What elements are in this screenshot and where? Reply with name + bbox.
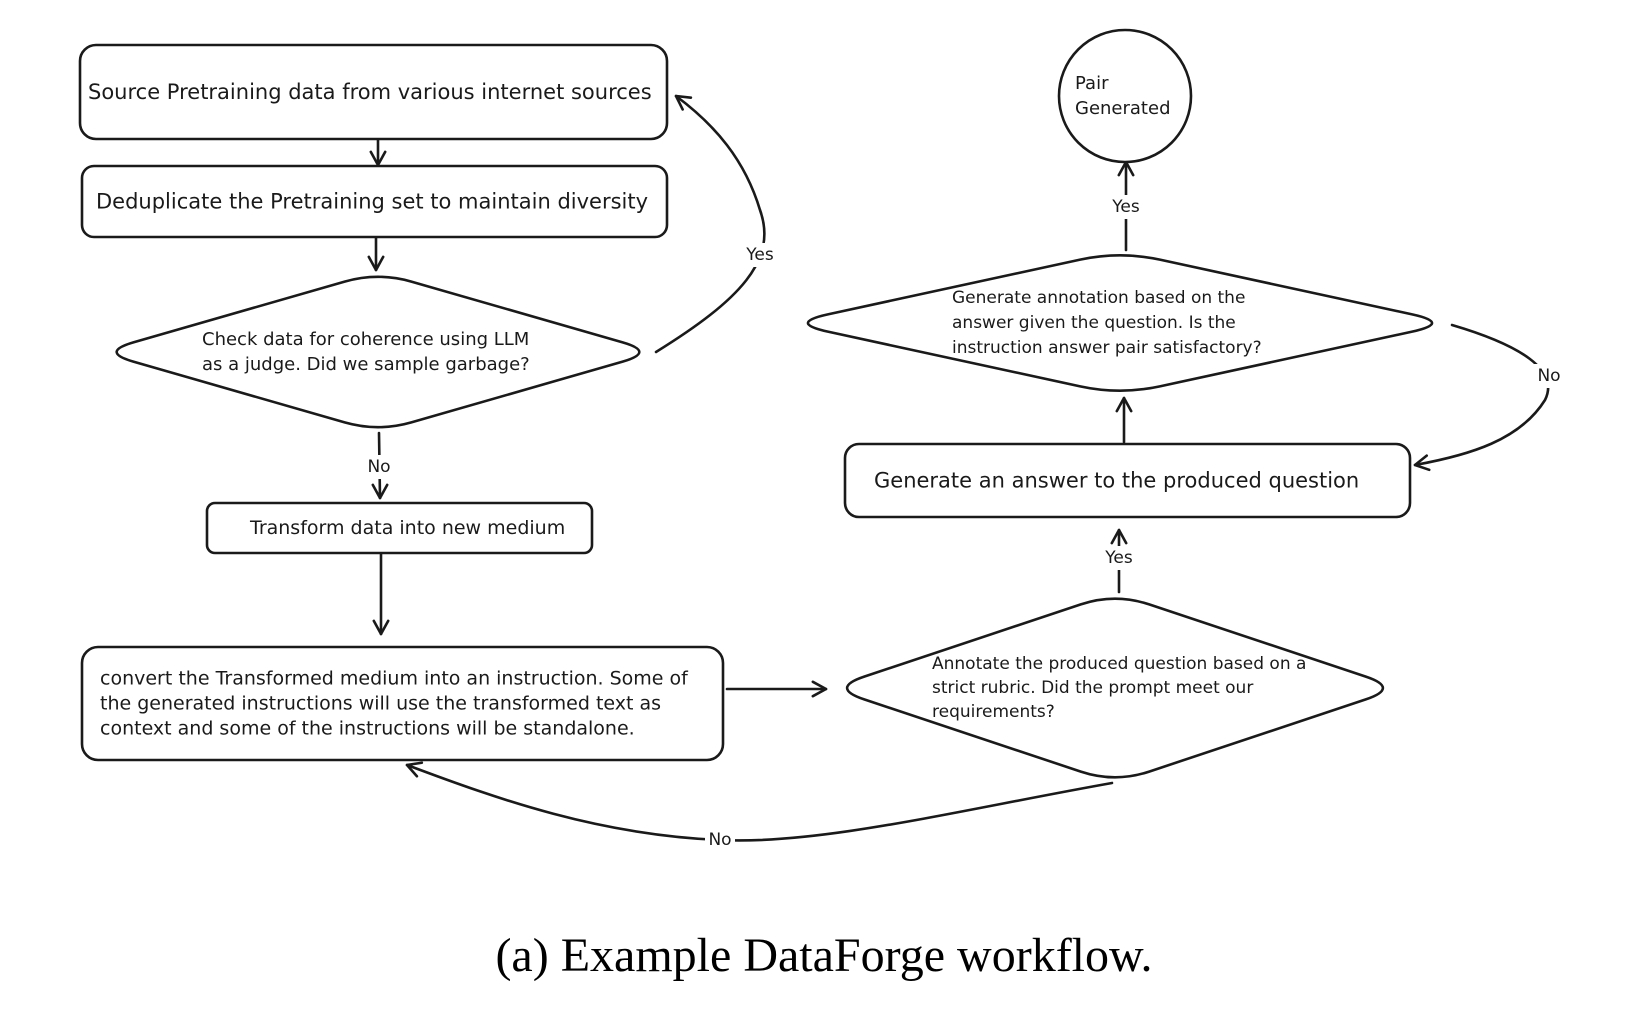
arrowhead: [674, 94, 693, 111]
node-answer: Generate an answer to the produced quest…: [843, 442, 1412, 519]
edge-dedup-check: [367, 236, 385, 272]
node-done-text-line: Generated: [1075, 98, 1171, 119]
edge-line: [405, 763, 1114, 842]
node-annotate-q-text-line: requirements?: [932, 702, 1055, 722]
node-source: Source Pretraining data from various int…: [78, 43, 669, 141]
arrowhead: [811, 680, 828, 698]
node-done-shape: [1057, 28, 1193, 164]
node-check-text-line: as a judge. Did we sample garbage?: [202, 354, 530, 375]
node-check-text-line: Check data for coherence using LLM: [202, 329, 529, 350]
arrowhead: [371, 483, 389, 500]
node-source-text-line: Source Pretraining data from various int…: [88, 80, 652, 104]
edge-label-text: No: [1537, 366, 1560, 386]
edge-label-text: Yes: [1111, 197, 1140, 217]
edge-annotate-a-answer: [1413, 323, 1550, 472]
edge-label-text: Yes: [1104, 548, 1133, 568]
edge-label-annotate-q-answer: Yes: [1098, 546, 1140, 570]
edge-label-text: No: [708, 830, 731, 850]
node-convert-shape: [80, 645, 725, 762]
node-dedup-shape: [80, 164, 669, 239]
edge-annotate-q-convert: [405, 761, 1114, 842]
node-convert-text-line: the generated instructions will use the …: [100, 693, 661, 715]
edge-label-annotate-q-convert: No: [705, 828, 735, 852]
node-check: Check data for coherence using LLM as a j…: [115, 275, 641, 429]
arrowhead: [405, 761, 424, 778]
node-annotate-q-text-line: strict rubric. Did the prompt meet our: [932, 678, 1253, 698]
edge-answer-annotate-a: [1115, 396, 1133, 444]
node-check-shape: [115, 275, 641, 429]
edge-line: [654, 94, 766, 354]
node-annotate-a-text-line: instruction answer pair satisfactory?: [952, 338, 1262, 358]
edge-line: [1413, 323, 1550, 467]
node-source-shape: [78, 43, 669, 141]
edge-check-source: [654, 94, 766, 354]
edge-transform-convert: [372, 552, 390, 636]
node-annotate-a-text-line: Generate annotation based on the: [952, 288, 1245, 308]
node-annotate-q: Annotate the produced question based on …: [845, 597, 1385, 779]
arrowhead: [367, 255, 385, 272]
node-convert-text-line: convert the Transformed medium into an i…: [100, 668, 689, 690]
node-done-text-line: Pair: [1075, 73, 1109, 94]
node-annotate-a-shape: [806, 254, 1434, 392]
node-dedup-text-line: Deduplicate the Pretraining set to maint…: [96, 190, 648, 214]
node-annotate-a: Generate annotation based on the answer g…: [806, 254, 1434, 392]
edge-convert-annotate-q: [725, 680, 828, 698]
arrowhead: [1110, 528, 1128, 545]
edge-label-check-transform: No: [364, 455, 394, 479]
edge-label-text: Yes: [745, 245, 774, 265]
node-answer-text-line: Generate an answer to the produced quest…: [874, 469, 1359, 493]
node-annotate-a-text-line: answer given the question. Is the: [952, 313, 1236, 333]
node-dedup: Deduplicate the Pretraining set to maint…: [80, 164, 669, 239]
figure-caption: (a) Example DataForge workflow.: [495, 929, 1153, 982]
arrowhead: [1413, 454, 1431, 472]
arrowhead: [1115, 396, 1133, 413]
edge-label-text: No: [367, 457, 390, 477]
node-answer-shape: [843, 442, 1412, 519]
workflow-diagram: Source Pretraining data from various int…: [78, 28, 1564, 852]
node-annotate-q-shape: [845, 597, 1385, 779]
node-convert: convert the Transformed medium into an i…: [80, 645, 725, 762]
arrowhead: [372, 619, 390, 636]
node-convert-text-line: context and some of the instructions wil…: [100, 718, 635, 740]
edge-label-annotate-a-answer: No: [1534, 364, 1564, 388]
edge-label-check-source: Yes: [739, 243, 781, 267]
node-annotate-q-text-line: Annotate the produced question based on …: [932, 654, 1306, 674]
node-transform: Transform data into new medium: [205, 501, 594, 555]
edge-label-annotate-a-done: Yes: [1105, 195, 1147, 219]
node-transform-shape: [205, 501, 594, 555]
node-transform-text-line: Transform data into new medium: [249, 517, 565, 539]
edge-source-dedup: [369, 138, 387, 167]
